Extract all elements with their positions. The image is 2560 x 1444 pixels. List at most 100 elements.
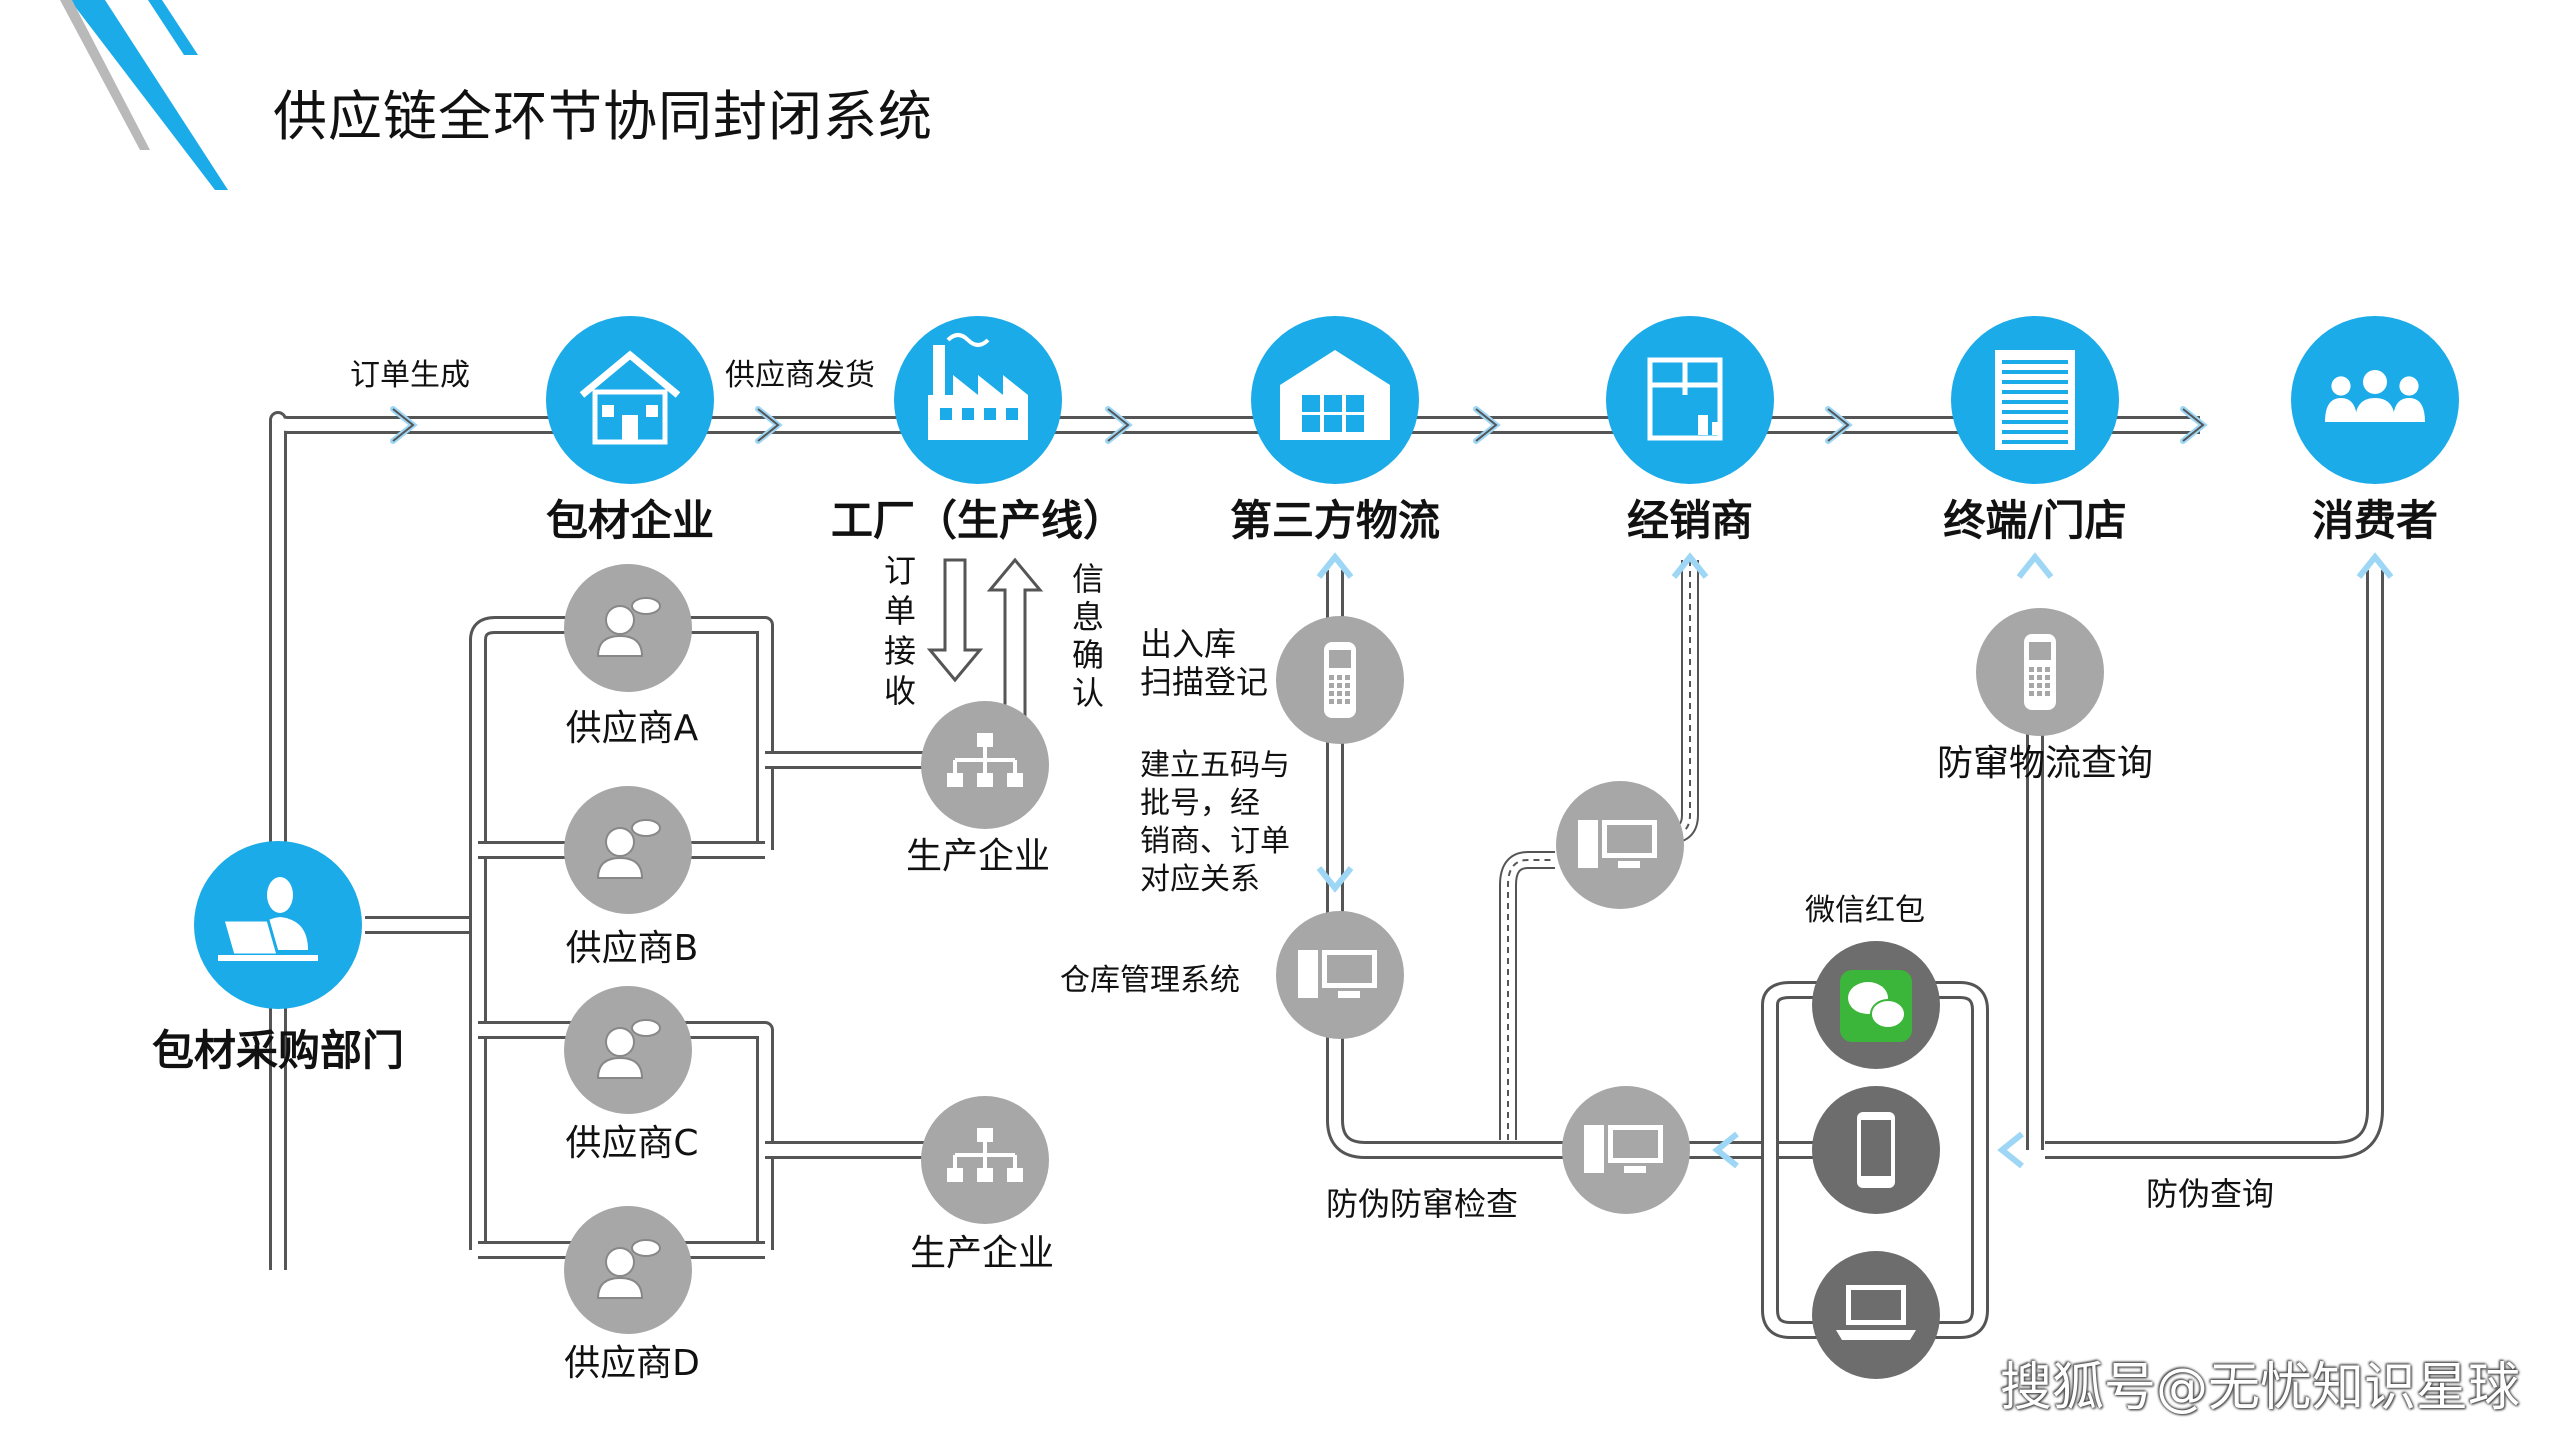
terminal-scanner-node bbox=[1976, 608, 2104, 736]
producer-label-0: 生产企业 bbox=[906, 836, 1050, 877]
arrow-query-left bbox=[1997, 1131, 2024, 1169]
arrow-to-dealer-edge bbox=[1475, 408, 1498, 442]
info-confirm-char-1: 息 bbox=[1072, 598, 1104, 636]
supplier-person-icon bbox=[596, 1019, 661, 1079]
check-dashed-link-outline bbox=[1499, 851, 1555, 1140]
arrow-logistics-up bbox=[1316, 552, 1354, 579]
loop-top-pipe-fill bbox=[472, 619, 771, 850]
code-label-line-0: 建立五码与 bbox=[1140, 748, 1290, 783]
nodes-layer bbox=[194, 316, 2459, 1379]
edge-label-ship: 供应商发货 bbox=[725, 358, 875, 393]
info-confirm-arrow bbox=[986, 557, 1044, 760]
top-node-2 bbox=[1251, 316, 1419, 484]
top-node-label-5: 消费者 bbox=[2312, 496, 2438, 545]
desktop-pc-icon bbox=[1578, 820, 1657, 868]
logistics-scanner-node bbox=[1276, 616, 1404, 744]
arrow-logistics-down bbox=[1316, 866, 1354, 893]
top-node-4 bbox=[1951, 316, 2119, 484]
code-label-line-2: 销商、订单 bbox=[1140, 824, 1290, 859]
top-node-label-1: 工厂（生产线） bbox=[831, 496, 1125, 545]
smartphone-icon bbox=[1857, 1112, 1895, 1188]
wechat-icon bbox=[1840, 970, 1912, 1042]
arrow-to-logistics-edge bbox=[1107, 408, 1130, 442]
order-receive-char-1: 单 bbox=[884, 592, 916, 630]
top-node-0 bbox=[546, 316, 714, 484]
person-laptop-icon bbox=[218, 877, 318, 961]
order-receive-char-0: 订 bbox=[884, 552, 916, 590]
desktop-pc-icon bbox=[1298, 950, 1377, 998]
scanner-label-line-1: 扫描登记 bbox=[1140, 663, 1268, 701]
watermark: 搜狐号@无忧知识星球 bbox=[1999, 1358, 2520, 1418]
wechat-node bbox=[1812, 941, 1940, 1069]
top-node-label-3: 经销商 bbox=[1627, 496, 1753, 545]
top-node-label-2: 第三方物流 bbox=[1230, 496, 1440, 545]
people-icon bbox=[2325, 370, 2425, 422]
check-dashed-link-dash bbox=[1507, 859, 1555, 1140]
warehouse-icon bbox=[1280, 350, 1390, 440]
code-label-line-3: 对应关系 bbox=[1140, 862, 1260, 897]
arrow-order-edge bbox=[392, 408, 415, 442]
top-node-label-4: 终端/门店 bbox=[1943, 496, 2126, 545]
check-label: 防伪防窜检查 bbox=[1326, 1185, 1518, 1223]
house-icon bbox=[579, 350, 681, 445]
top-node-3-circle bbox=[1606, 316, 1774, 484]
shop-shutter-icon bbox=[1995, 350, 2075, 450]
arrow-terminal-up bbox=[2016, 552, 2054, 579]
supplier-person-icon bbox=[596, 597, 661, 657]
order-receive-char-3: 收 bbox=[884, 672, 916, 710]
logistics-pipe-fill bbox=[1329, 570, 1850, 1156]
supplier-label-1: 供应商B bbox=[566, 928, 699, 969]
flow-arrows bbox=[390, 406, 2394, 1169]
top-node-0-circle bbox=[546, 316, 714, 484]
arrow-ship-edge bbox=[757, 408, 780, 442]
labels-layer: 包材企业工厂（生产线）第三方物流经销商终端/门店消费者订单生成供应商发货包材采购… bbox=[152, 358, 2438, 1384]
supplier-label-0: 供应商A bbox=[566, 708, 699, 749]
laptop-node bbox=[1812, 1251, 1940, 1379]
order-receive-char-2: 接 bbox=[884, 632, 916, 670]
producer-node-1 bbox=[921, 1096, 1049, 1224]
laptop-icon bbox=[1836, 1285, 1916, 1340]
scanner-label-line-0: 出入库 bbox=[1140, 625, 1236, 663]
desktop-pc-icon bbox=[1584, 1125, 1663, 1173]
info-confirm-char-3: 认 bbox=[1072, 674, 1104, 712]
box-icon bbox=[1647, 357, 1723, 441]
supplier-node-3 bbox=[564, 1206, 692, 1334]
supplier-label-2: 供应商C bbox=[565, 1123, 698, 1164]
producer-label-1: 生产企业 bbox=[910, 1233, 1054, 1274]
query-label: 防伪查询 bbox=[2146, 1175, 2274, 1213]
arrow-channel-left bbox=[1712, 1131, 1739, 1169]
warehouse-label: 仓库管理系统 bbox=[1060, 963, 1240, 998]
supplier-node-1 bbox=[564, 786, 692, 914]
wechat-label: 微信红包 bbox=[1805, 893, 1925, 928]
supplier-node-0 bbox=[564, 564, 692, 692]
scanner-icon bbox=[2024, 634, 2056, 710]
arrow-consumer-up bbox=[2356, 552, 2394, 579]
supplier-label-3: 供应商D bbox=[564, 1343, 700, 1384]
org-chart-icon bbox=[947, 733, 1023, 787]
phone-node bbox=[1812, 1086, 1940, 1214]
producer-node-0 bbox=[921, 701, 1049, 829]
factory-icon bbox=[928, 333, 1028, 440]
arrow-dealer-up bbox=[1671, 552, 1709, 579]
corner-decoration bbox=[60, 0, 228, 190]
arrow-to-consumer-edge bbox=[2182, 408, 2205, 442]
code-label-line-1: 批号，经 bbox=[1140, 786, 1260, 821]
consumer-pipe-fill bbox=[2045, 570, 2381, 1156]
main-pipe-fill bbox=[272, 414, 2200, 1270]
top-node-3 bbox=[1606, 316, 1774, 484]
info-confirm-char-0: 信 bbox=[1072, 560, 1104, 598]
purchase-label: 包材采购部门 bbox=[152, 1026, 404, 1075]
supplier-person-icon bbox=[596, 819, 661, 879]
order-receive-arrow bbox=[926, 558, 984, 683]
org-chart-icon bbox=[947, 1128, 1023, 1182]
scanner-icon bbox=[1324, 642, 1356, 718]
purchase-node bbox=[194, 841, 362, 1009]
channel-loop-pipe-fill bbox=[1764, 984, 1986, 1336]
info-confirm-char-2: 确 bbox=[1072, 636, 1104, 674]
supplier-node-2 bbox=[564, 986, 692, 1114]
warehouse-system-node bbox=[1276, 911, 1404, 1039]
supplier-person-icon bbox=[596, 1239, 661, 1299]
top-node-label-0: 包材企业 bbox=[546, 496, 714, 545]
